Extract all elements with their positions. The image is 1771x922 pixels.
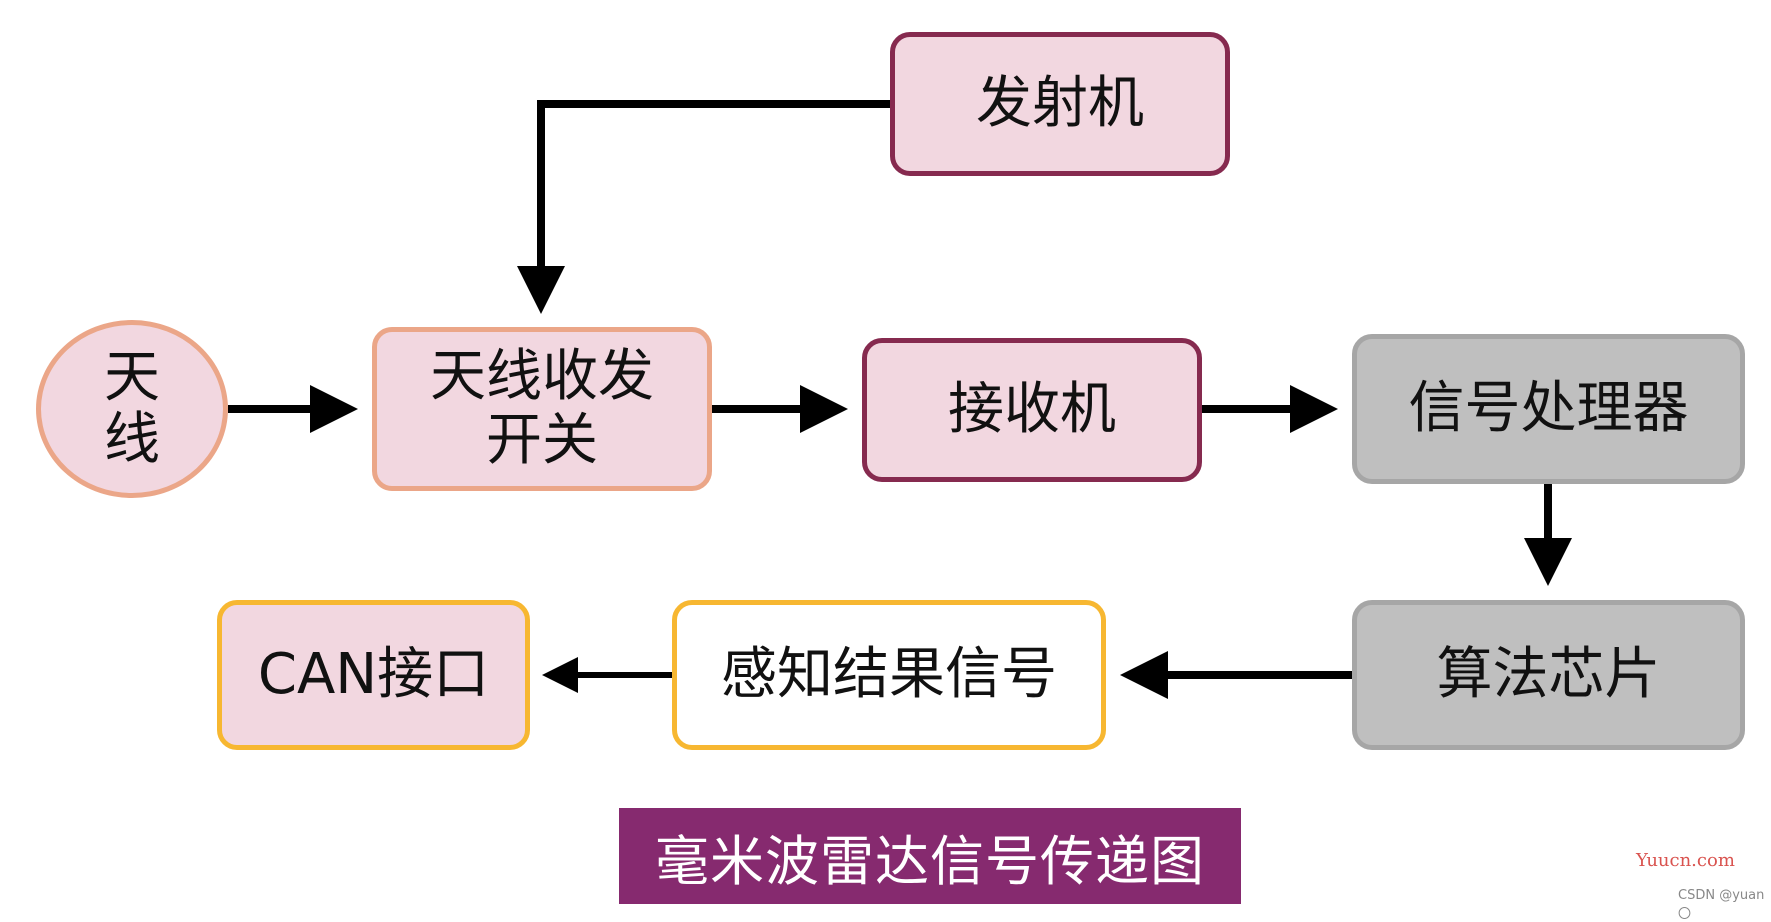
antenna-node: 天 线 [36,320,228,498]
receiver-label: 接收机 [948,377,1116,442]
transceiver-switch-node: 天线收发 开关 [372,327,712,491]
perception-signal-label: 感知结果信号 [721,642,1057,707]
signal-processor-label: 信号处理器 [1408,376,1689,441]
caption-box: 毫米波雷达信号传递图 [619,808,1241,904]
switch-label-line-1: 天线收发 [430,344,654,409]
algorithm-chip-label: 算法芯片 [1436,642,1661,707]
antenna-label-line-2: 线 [104,407,160,472]
algorithm-chip-node: 算法芯片 [1352,600,1745,750]
receiver-node: 接收机 [862,338,1202,482]
switch-label-line-2: 开关 [486,408,598,473]
antenna-label-line-1: 天 [104,345,160,410]
transmitter-node: 发射机 [890,32,1230,176]
caption-title: 毫米波雷达信号传递图 [655,829,1205,893]
can-interface-node: CAN接口 [217,600,530,750]
transmitter-label: 发射机 [976,71,1144,136]
perception-result-signal-node: 感知结果信号 [672,600,1106,750]
author-watermark: CSDN @yuan〇 [1678,888,1765,922]
site-watermark: Yuucn.com [1636,850,1735,871]
edge-transmitter-to-switch [517,100,890,314]
signal-processor-node: 信号处理器 [1352,334,1745,484]
can-interface-label: CAN接口 [257,642,490,707]
